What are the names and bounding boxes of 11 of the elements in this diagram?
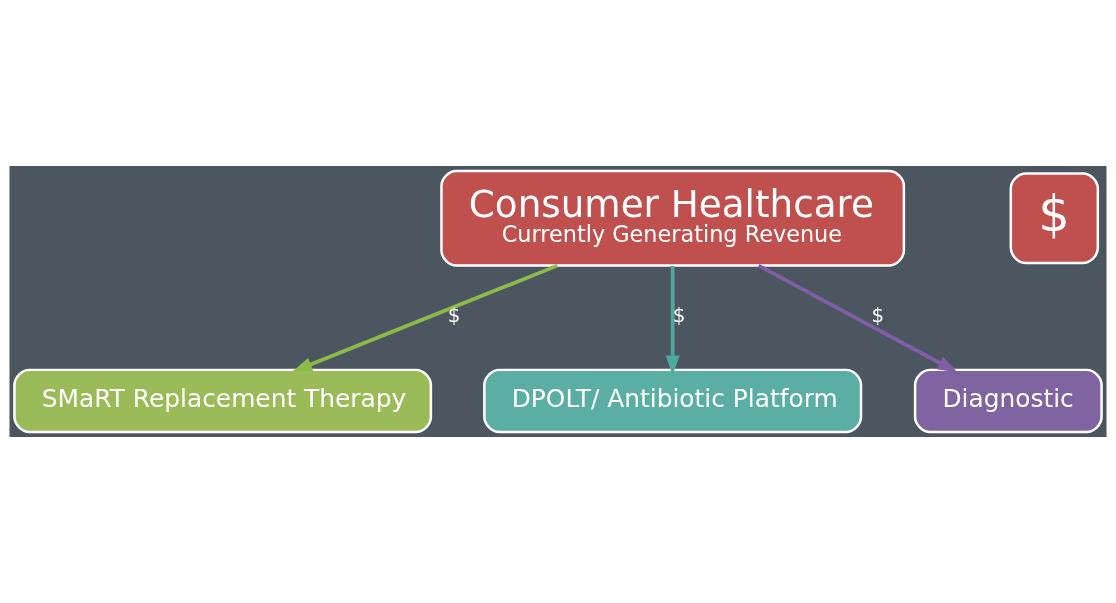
node-box: Consumer Healthcare Currently Generating Revenue <box>440 169 906 267</box>
node-box: SMaRT Replacement Therapy <box>13 368 433 434</box>
edge-label: $ <box>447 304 461 328</box>
node-box: $ <box>1009 172 1100 265</box>
arrow <box>665 265 680 376</box>
arrow <box>292 263 559 372</box>
node-box: DPOLT/ Antibiotic Platform <box>483 368 863 434</box>
edge-label: $ <box>672 304 686 328</box>
edge-label: $ <box>871 304 885 328</box>
arrow <box>757 264 958 373</box>
node-box: Diagnostic <box>913 368 1103 434</box>
